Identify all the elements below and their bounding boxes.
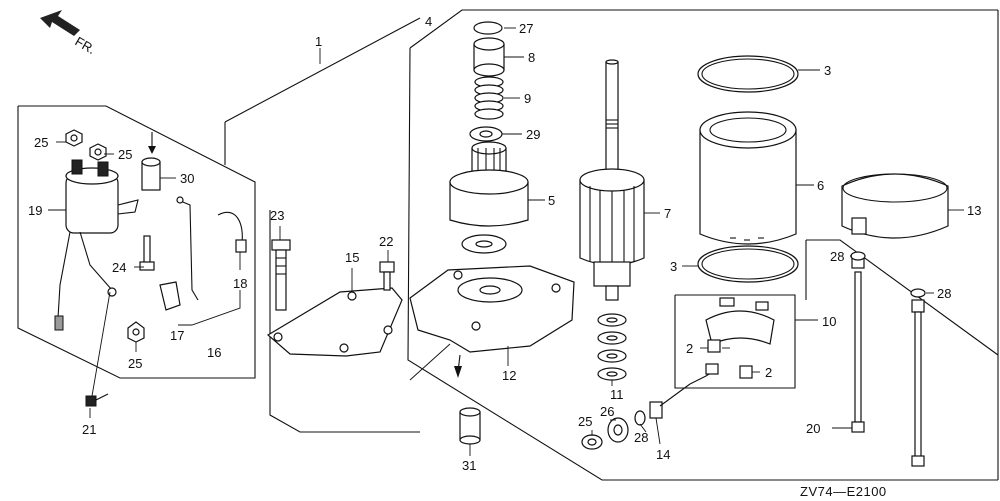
callout-15: 15 bbox=[345, 250, 359, 265]
callout-6: 6 bbox=[817, 178, 824, 193]
callout-19: 19 bbox=[28, 203, 42, 218]
yoke-6 bbox=[699, 111, 797, 245]
washer-28-b bbox=[910, 288, 926, 298]
washer-29 bbox=[469, 126, 503, 142]
collar-30 bbox=[141, 132, 161, 191]
callout-8: 8 bbox=[528, 50, 535, 65]
callout-28-c: 28 bbox=[634, 430, 648, 445]
front-direction-label: FR. bbox=[73, 34, 99, 57]
spring-9 bbox=[474, 76, 504, 120]
through-bolt-20-left bbox=[851, 255, 865, 433]
o-ring-3-top bbox=[697, 55, 799, 93]
callout-2-b: 2 bbox=[765, 365, 772, 380]
callout-11: 11 bbox=[610, 387, 624, 402]
callout-24: 24 bbox=[112, 260, 126, 275]
callout-28-b: 28 bbox=[937, 286, 951, 301]
front-cover-12 bbox=[409, 265, 575, 381]
bolt-23 bbox=[271, 239, 291, 311]
callout-30: 30 bbox=[180, 171, 194, 186]
callout-2-a: 2 bbox=[686, 341, 693, 356]
starter-cable bbox=[159, 196, 247, 311]
washer-28-c bbox=[634, 410, 646, 426]
nut-25-terminal bbox=[581, 434, 603, 450]
nut-25-mid bbox=[89, 143, 107, 161]
washer-28-a bbox=[850, 251, 866, 261]
callout-27: 27 bbox=[519, 21, 533, 36]
armature-7 bbox=[579, 59, 645, 301]
callout-4: 4 bbox=[425, 14, 432, 29]
callout-17: 17 bbox=[170, 328, 184, 343]
rear-cover-13 bbox=[841, 173, 949, 239]
callout-21: 21 bbox=[82, 422, 96, 437]
callout-13: 13 bbox=[967, 203, 981, 218]
nut-25-top bbox=[65, 129, 83, 147]
callout-12: 12 bbox=[502, 368, 516, 383]
terminal-bolt-14 bbox=[649, 363, 719, 419]
stop-collar-8 bbox=[473, 37, 505, 77]
callout-5: 5 bbox=[548, 193, 555, 208]
snap-ring-27 bbox=[473, 21, 503, 35]
callout-22: 22 bbox=[379, 234, 393, 249]
callout-26: 26 bbox=[600, 404, 614, 419]
diagram-code: ZV74—E2100 bbox=[800, 484, 887, 499]
callout-25-b: 25 bbox=[118, 147, 132, 162]
washer-thrust bbox=[461, 234, 507, 254]
front-direction-arrow: FR. bbox=[40, 10, 98, 57]
callout-3-top: 3 bbox=[824, 63, 831, 78]
solenoid-switch bbox=[54, 159, 139, 331]
leader-lines bbox=[48, 27, 964, 456]
washer-26 bbox=[607, 417, 629, 443]
bolt-24 bbox=[139, 235, 155, 271]
callout-20: 20 bbox=[806, 421, 820, 436]
frame-lines bbox=[17, 9, 999, 481]
callout-23: 23 bbox=[270, 208, 284, 223]
callout-10: 10 bbox=[822, 314, 836, 329]
callout-28-a: 28 bbox=[830, 249, 844, 264]
pinion-drive-5 bbox=[449, 141, 529, 227]
bolt-21 bbox=[85, 291, 111, 407]
nut-25-bottom bbox=[127, 321, 145, 343]
callout-25-c: 25 bbox=[128, 356, 142, 371]
callout-25-a: 25 bbox=[34, 135, 48, 150]
bolt-22 bbox=[379, 261, 395, 291]
o-ring-3-bottom bbox=[697, 245, 799, 283]
callout-9: 9 bbox=[524, 91, 531, 106]
bushing-31 bbox=[459, 407, 481, 445]
washer-stack-11 bbox=[597, 313, 627, 381]
callout-31: 31 bbox=[462, 458, 476, 473]
bracket-15 bbox=[266, 287, 403, 357]
brush-holder-10 bbox=[705, 297, 775, 379]
callout-18: 18 bbox=[233, 276, 247, 291]
callout-7: 7 bbox=[664, 206, 671, 221]
callout-16: 16 bbox=[207, 345, 221, 360]
callout-25-d: 25 bbox=[578, 414, 592, 429]
callout-3-bottom: 3 bbox=[670, 259, 677, 274]
callout-1: 1 bbox=[315, 34, 322, 49]
callout-labels: 1 4 27 8 9 29 5 7 3 6 3 13 30 25 25 19 2… bbox=[28, 14, 981, 499]
through-bolt-20-right bbox=[911, 299, 925, 467]
callout-14: 14 bbox=[656, 447, 670, 462]
callout-29: 29 bbox=[526, 127, 540, 142]
